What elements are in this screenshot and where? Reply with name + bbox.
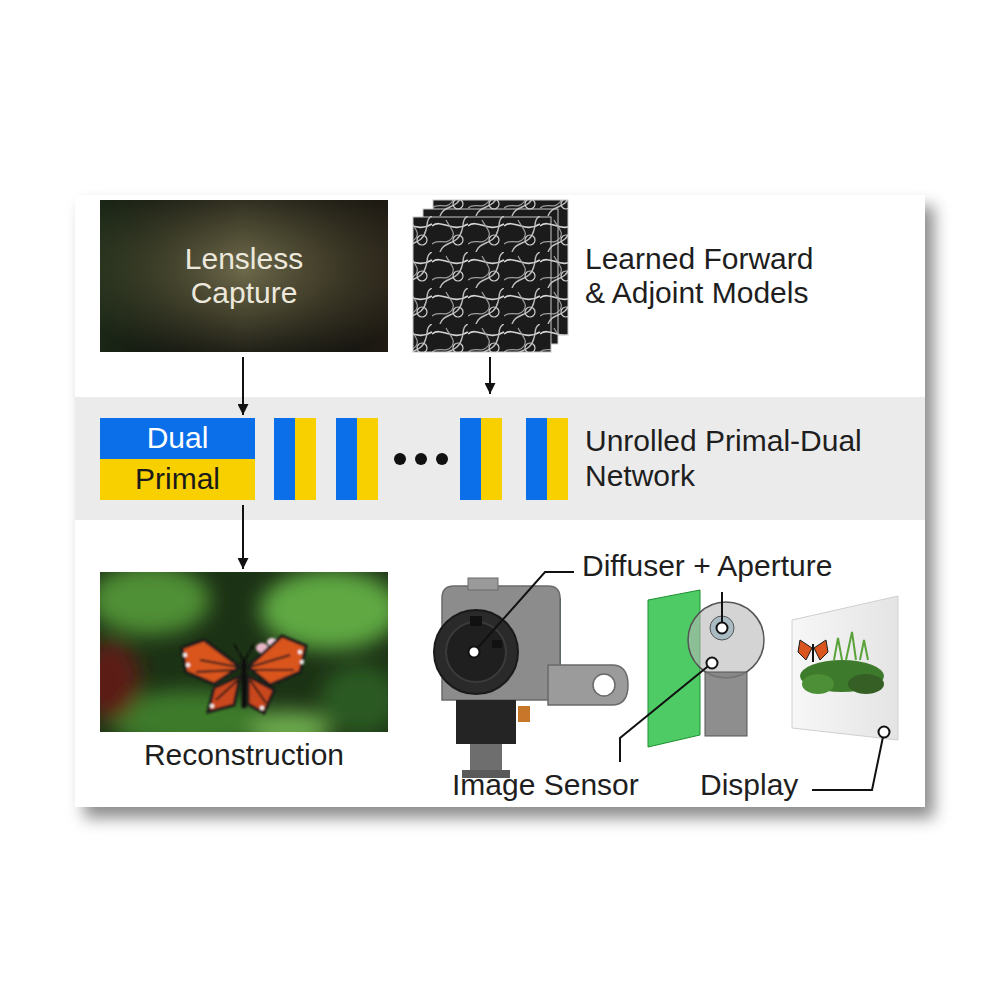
ellipsis-dots [394, 453, 448, 465]
leader-lines-part [717, 623, 728, 634]
model-box: Learned Forward & Adjoint Models [413, 200, 883, 352]
unrolled-stages-part [357, 418, 378, 500]
reconstruction-image-part-part [186, 663, 190, 667]
capture-image-part [100, 200, 388, 352]
texture-stack-part [413, 217, 551, 352]
reconstruction-image-part-part [210, 704, 214, 708]
flow-arrow [489, 357, 491, 394]
display-screen [792, 596, 898, 740]
reconstruction-image [100, 572, 388, 732]
camera-prototype-part [492, 640, 502, 648]
camera-prototype [434, 578, 628, 778]
display-screen-part [834, 632, 868, 660]
unrolled-stages [274, 418, 568, 500]
leader-lines-part [812, 732, 884, 790]
reconstruction-image-part-part [300, 660, 304, 664]
leader-lines [469, 572, 890, 790]
network-band-part [75, 397, 925, 520]
display-screen-part [848, 674, 884, 694]
reconstruction-image-part-part [242, 658, 247, 708]
node-title: Lensless Capture [169, 242, 319, 311]
leader-lines-part [469, 647, 480, 658]
leader-lines-part [879, 727, 890, 738]
flow-arrow [242, 505, 244, 569]
unrolled-stages-part [460, 418, 481, 500]
unrolled-stages-part [336, 418, 357, 500]
reconstruction-image-part-part [260, 706, 264, 710]
network-band: Unrolled Primal-Dual Network DualPrimal [75, 397, 925, 520]
leader-lines-part [707, 658, 718, 669]
node-title: Unrolled Primal-Dual Network [585, 424, 885, 493]
unrolled-stages-part [526, 418, 547, 500]
leader-lines-part [474, 572, 574, 652]
sensor-schematic-part [648, 590, 700, 747]
node-title: Reconstruction [100, 738, 388, 773]
node-title: Dual [100, 418, 255, 459]
part-label: Diffuser + Aperture [582, 549, 832, 582]
label-holder: Image Sensor [452, 768, 639, 803]
leader-lines-part [620, 663, 712, 762]
network-band [75, 397, 925, 520]
label-holder: Display [700, 768, 798, 803]
camera-prototype-part [470, 616, 482, 626]
camera-prototype-part [446, 622, 506, 682]
camera-prototype-part [548, 665, 628, 705]
capture-image-part [100, 200, 388, 352]
flow-arrow [242, 357, 244, 415]
node-text: Primal [100, 459, 255, 500]
part-label: Image Sensor [452, 768, 639, 801]
unrolled-stages-part [274, 418, 295, 500]
unrolled-stages-part [481, 418, 502, 500]
texture-stack [413, 200, 568, 352]
capture-image [100, 200, 388, 352]
reconstruction-image-part [182, 636, 306, 713]
card [75, 195, 925, 807]
display-screen-part [792, 596, 898, 740]
sensor-schematic-part [688, 602, 764, 678]
camera-prototype-part [518, 706, 530, 722]
unrolled-stages-part [295, 418, 316, 500]
reconstruction-image-part-part [298, 650, 302, 654]
primal-dual-block: DualPrimal [100, 418, 255, 500]
part-label: Display [700, 768, 798, 801]
reconstruction-image-part-part [248, 636, 306, 685]
unrolled-stages-part [547, 418, 568, 500]
node-title: Learned Forward & Adjoint Models [585, 242, 830, 311]
display-screen-part [802, 674, 834, 694]
camera-prototype-part [593, 674, 615, 696]
reconstruction-image-part [100, 572, 388, 732]
label-holder: Diffuser + Aperture [582, 549, 832, 584]
card-panel [75, 195, 925, 807]
camera-prototype-part [470, 744, 502, 770]
ellipsis-dots-part [415, 453, 427, 465]
reconstruction-box: Reconstruction [100, 572, 388, 780]
reconstruction-image-part-part [100, 640, 140, 720]
camera-prototype-part [434, 610, 518, 694]
camera-prototype-part [456, 700, 516, 744]
display-screen-part [812, 644, 814, 662]
sensor-schematic-part [705, 672, 747, 736]
capture-box: Lensless Capture [100, 200, 388, 352]
ellipsis-dots-part [394, 453, 406, 465]
reconstruction-image-part-part [100, 572, 210, 635]
ellipsis-dots-part [436, 453, 448, 465]
reconstruction-image-part-part [183, 653, 187, 657]
camera-prototype-part [468, 578, 498, 590]
reconstruction-image-part-part [234, 644, 254, 660]
reconstruction-image-part-part [320, 665, 388, 732]
